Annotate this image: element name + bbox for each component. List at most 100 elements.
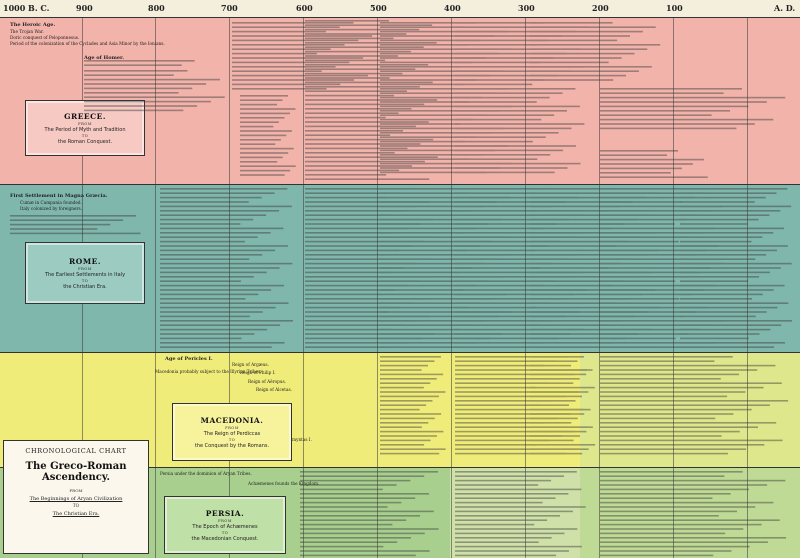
text-line xyxy=(680,205,792,208)
text-line xyxy=(305,271,391,274)
text-line xyxy=(305,112,399,114)
text-line xyxy=(600,400,789,402)
text-line xyxy=(455,484,539,486)
text-line xyxy=(455,369,588,371)
text-line xyxy=(680,337,749,340)
text-line xyxy=(160,258,250,260)
text-line xyxy=(600,289,704,291)
text-line xyxy=(305,46,424,48)
text-line xyxy=(455,311,579,313)
text-line xyxy=(600,426,759,428)
text-line xyxy=(600,404,770,406)
text-line xyxy=(530,346,656,348)
text-line xyxy=(380,346,464,348)
text-line xyxy=(380,302,481,304)
text-line xyxy=(600,452,728,455)
rome-name-box: ROME. FROM The Earliest Settlements in I… xyxy=(25,242,145,304)
text-line xyxy=(530,386,595,389)
text-line xyxy=(232,52,317,55)
text-line xyxy=(455,333,571,335)
text-line xyxy=(600,101,767,103)
text-line xyxy=(530,289,656,291)
text-line xyxy=(380,154,483,156)
text-line xyxy=(600,188,719,190)
text-line xyxy=(240,152,289,154)
text-line xyxy=(600,110,730,112)
text-line xyxy=(305,42,437,44)
text-line xyxy=(455,541,539,543)
text-line xyxy=(600,532,726,535)
text-line xyxy=(680,201,755,203)
text-line xyxy=(530,57,622,59)
text-line xyxy=(600,118,774,121)
text-line xyxy=(240,121,279,123)
text-line xyxy=(455,145,576,147)
text-line xyxy=(232,61,350,64)
text-line xyxy=(600,311,696,313)
text-line xyxy=(600,240,679,243)
text-line xyxy=(530,201,633,203)
text-line xyxy=(530,315,634,318)
text-line xyxy=(530,328,652,331)
band-divider xyxy=(0,184,800,185)
text-line xyxy=(530,342,613,344)
text-line xyxy=(300,471,438,473)
text-line xyxy=(530,22,613,24)
text-line xyxy=(160,276,254,278)
text-line xyxy=(305,276,434,278)
text-line xyxy=(305,108,412,110)
text-line xyxy=(455,506,586,508)
text-line xyxy=(305,147,408,150)
text-line xyxy=(160,271,267,274)
text-line xyxy=(600,488,749,491)
text-line xyxy=(380,430,444,433)
text-line xyxy=(455,154,551,156)
text-line xyxy=(300,519,407,521)
text-line xyxy=(305,174,387,176)
text-line xyxy=(380,369,422,371)
text-line xyxy=(455,96,550,99)
text-line xyxy=(455,240,561,243)
text-line xyxy=(455,408,584,411)
text-line xyxy=(455,245,548,247)
text-line xyxy=(380,289,464,291)
text-line xyxy=(455,61,541,64)
text-line xyxy=(455,271,583,274)
text-line xyxy=(600,127,737,130)
text-line xyxy=(530,360,578,362)
text-line xyxy=(300,506,388,508)
text-line xyxy=(380,26,464,28)
text-line xyxy=(530,404,570,406)
text-line xyxy=(455,439,550,442)
text-line xyxy=(600,493,731,495)
text-line xyxy=(160,210,279,212)
text-line xyxy=(380,280,489,282)
text-line xyxy=(455,57,554,59)
text-line xyxy=(380,105,512,108)
text-line xyxy=(455,404,541,406)
text-line xyxy=(232,44,345,46)
text-line xyxy=(305,258,430,260)
text-line xyxy=(300,475,425,477)
text-line xyxy=(530,417,578,420)
text-line xyxy=(380,101,469,103)
text-line xyxy=(455,298,562,300)
text-line xyxy=(600,205,723,208)
text-line xyxy=(455,356,570,358)
text-line xyxy=(600,163,693,165)
text-line xyxy=(455,232,587,234)
text-line xyxy=(530,439,574,442)
text-line xyxy=(600,519,780,521)
text-line xyxy=(600,356,733,358)
text-line xyxy=(530,364,572,367)
text-line xyxy=(305,201,429,203)
text-line xyxy=(160,284,285,287)
text-line xyxy=(240,143,276,145)
text-line xyxy=(455,262,553,265)
text-line xyxy=(380,320,485,322)
text-line xyxy=(530,52,635,55)
text-line xyxy=(305,284,409,287)
text-line xyxy=(305,245,412,247)
text-line xyxy=(380,74,491,77)
text-line xyxy=(10,223,111,226)
